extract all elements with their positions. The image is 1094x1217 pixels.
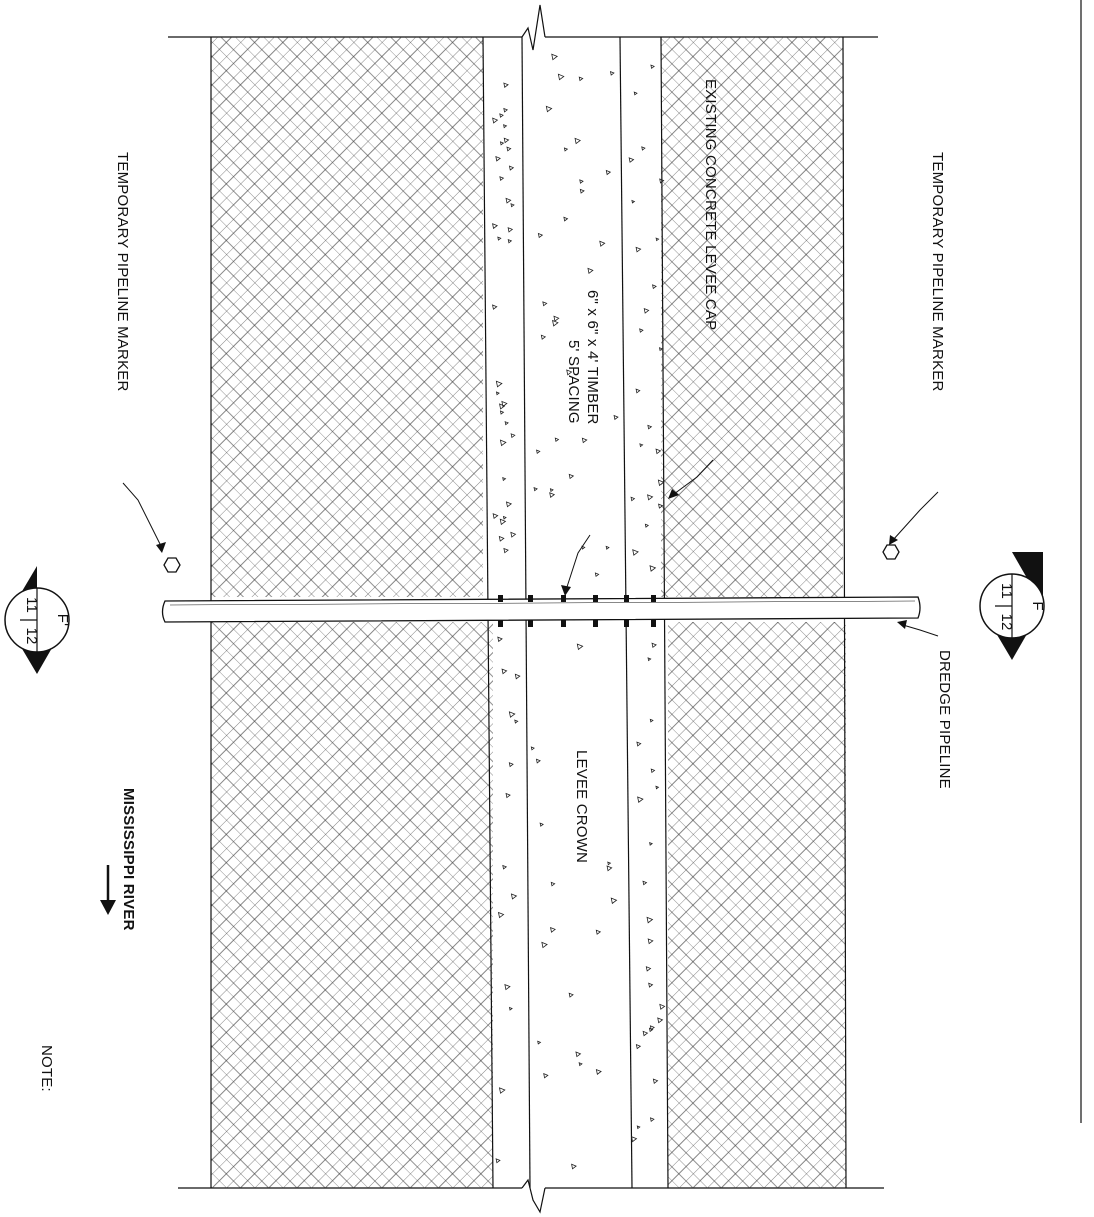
left-pipeline-marker-icon [163,557,181,573]
leader-lines [122,459,939,637]
section-letter-left: F' [54,614,71,626]
section-sheet-b-right: 12 [998,613,1015,630]
timber-blocks [498,595,656,627]
left-pipeline-marker-label: TEMPORARY PIPELINE MARKER [114,152,131,392]
right-levee-slope-hatch [661,36,847,1189]
levee-crown-label: LEVEE CROWN [573,750,590,863]
left-levee-slope-hatch [210,37,493,1188]
dredge-pipeline [161,596,921,623]
concrete-stipple [492,53,666,1170]
section-marker-right: F 11 12 [979,552,1046,660]
levee-cap-label: EXISTING CONCRETE LEVEE CAP [702,79,719,330]
section-sheet-a-left: 11 [23,597,40,613]
section-marker-left: F' 11 12 [4,566,71,674]
river-flow-arrow-icon [100,865,116,915]
bottom-break-line [521,1178,546,1214]
note-label: NOTE: [38,1045,55,1092]
timber-label-line1: 6" x 6" x 4' TIMBER [584,290,601,425]
section-sheet-a-right: 11 [998,583,1015,599]
top-break-line [521,4,546,51]
section-letter-right: F [1029,601,1046,610]
right-pipeline-marker-icon [882,544,900,560]
right-pipeline-marker-label: TEMPORARY PIPELINE MARKER [929,152,946,392]
river-label: MISSISSIPPI RIVER [120,788,137,931]
dredge-pipeline-label: DREDGE PIPELINE [936,650,953,789]
section-sheet-b-left: 12 [23,627,40,644]
timber-label-line2: 5' SPACING [565,340,582,424]
